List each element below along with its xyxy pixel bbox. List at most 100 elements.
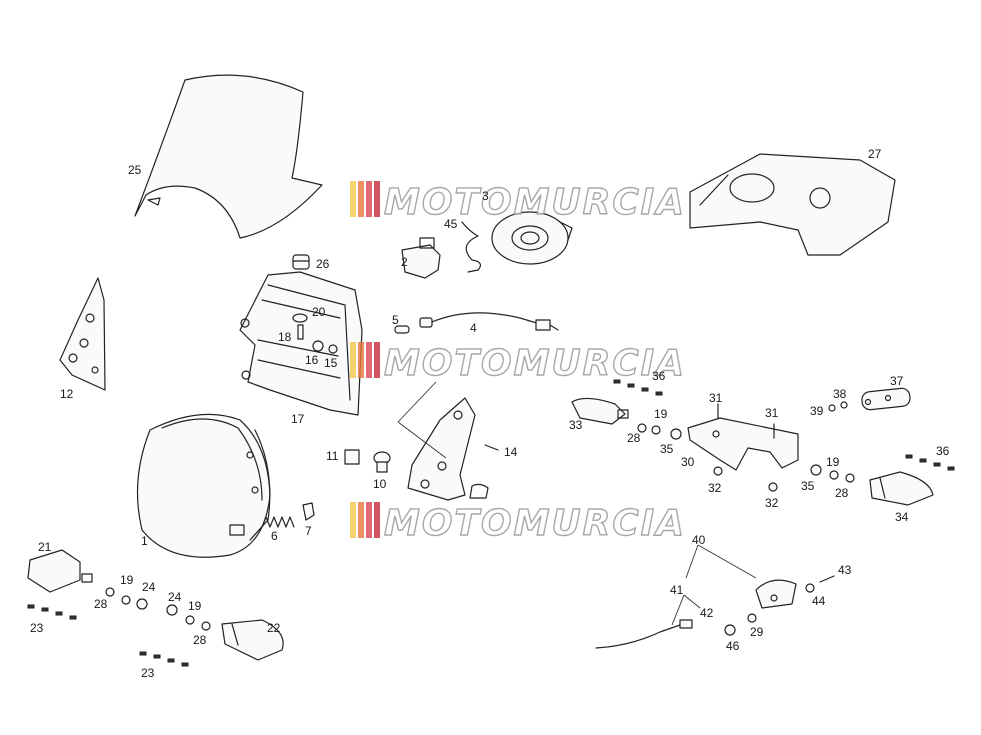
taillight-part	[689, 153, 896, 256]
callout-label: 31	[709, 391, 723, 405]
callout-label: 24	[168, 590, 182, 604]
callout-label: 25	[128, 163, 142, 177]
callout-label: 5	[392, 313, 399, 327]
screw-set-23a	[27, 604, 77, 620]
windscreen-part	[134, 74, 323, 239]
callout-label: 43	[838, 563, 852, 577]
screw-part-18	[297, 324, 304, 340]
washer-part-44	[805, 583, 815, 593]
callout-label: 3	[482, 189, 489, 203]
screw-set-36b	[905, 454, 955, 471]
callout-label: 23	[141, 666, 155, 680]
washer-part-39	[828, 404, 836, 412]
callout-label: 19	[826, 455, 840, 469]
callout-label: 2	[401, 255, 408, 269]
headlight-part	[136, 413, 271, 558]
callout-label: 27	[868, 147, 882, 161]
watermark-bar	[358, 342, 364, 378]
callout-label: 16	[305, 353, 319, 367]
plate-light-bulb-part	[679, 619, 693, 629]
callout-label: 14	[504, 445, 518, 459]
reflector-part	[861, 387, 911, 411]
callout-label: 35	[660, 442, 674, 456]
spring-clip-part	[461, 221, 482, 273]
watermark-bar	[350, 502, 356, 538]
washer-part-15	[328, 344, 338, 354]
callout-label: 44	[812, 594, 826, 608]
callout-label: 28	[94, 597, 108, 611]
nut-part-20	[292, 313, 308, 323]
nut-part-46	[724, 624, 736, 636]
leader-lines	[397, 381, 757, 626]
callout-label: 24	[142, 580, 156, 594]
bulb-cover-part	[491, 211, 573, 265]
callout-label: 19	[120, 573, 134, 587]
callout-label: 32	[765, 496, 779, 510]
callout-label: 39	[810, 404, 824, 418]
side-bracket-part	[59, 277, 106, 391]
indicator-part-33	[571, 397, 629, 425]
watermark-bar	[374, 502, 380, 538]
callout-label: 30	[681, 455, 695, 469]
callout-label: 7	[305, 524, 312, 538]
callout-label: 35	[801, 479, 815, 493]
callout-label: 42	[700, 606, 714, 620]
watermark-bar	[374, 342, 380, 378]
callout-label: 21	[38, 540, 52, 554]
clip-nut-part	[344, 449, 360, 465]
watermark-bar	[366, 342, 372, 378]
nut-part-32b	[768, 482, 778, 492]
small-bulb-part	[394, 325, 410, 334]
watermark-text: MOTOMURCIA	[384, 182, 686, 223]
callout-label: 19	[188, 599, 202, 613]
callout-label: 31	[765, 406, 779, 420]
watermark-bar	[374, 181, 380, 217]
clip-part	[302, 502, 315, 521]
callout-label: 34	[895, 510, 909, 524]
callout-label: 33	[569, 418, 583, 432]
callout-label: 38	[833, 387, 847, 401]
bolt-part	[373, 451, 391, 473]
watermark-middle: MOTOMURCIA	[350, 342, 685, 385]
watermark-text: MOTOMURCIA	[384, 503, 686, 544]
watermark-bar	[350, 342, 356, 378]
callout-label: 17	[291, 412, 305, 426]
bulb-part	[401, 237, 441, 279]
washer-part-29	[747, 613, 757, 623]
callout-label: 4	[470, 321, 477, 335]
screw-set-23b	[139, 651, 189, 667]
spring-part	[261, 516, 295, 528]
screw-part-14	[484, 444, 499, 451]
callout-label: 45	[444, 217, 458, 231]
side-cover-part	[407, 397, 489, 501]
nut-part-16	[312, 340, 324, 352]
callout-label: 20	[312, 305, 326, 319]
callout-labels: 25 26 45 3 2 27 20 18 16 15 5 4 12 17 11…	[30, 147, 950, 680]
screw-part-43	[819, 575, 835, 583]
grommet-part	[292, 254, 310, 270]
callout-label: 46	[726, 639, 740, 653]
nut-part-38	[840, 401, 848, 409]
callout-label: 37	[890, 374, 904, 388]
watermark-bar	[358, 181, 364, 217]
callout-label: 11	[326, 449, 339, 463]
indicator-part-22	[221, 619, 284, 661]
watermark-bar	[366, 181, 372, 217]
washer-set-right	[637, 423, 855, 483]
indicator-part-21	[27, 549, 93, 593]
callout-label: 41	[670, 583, 684, 597]
watermark-bar	[350, 181, 356, 217]
callout-label: 28	[835, 486, 849, 500]
callout-label: 23	[30, 621, 44, 635]
callout-label: 6	[271, 529, 278, 543]
callout-label: 22	[267, 621, 281, 635]
nut-part-32a	[713, 466, 723, 476]
watermark-top: MOTOMURCIA	[350, 181, 686, 224]
callout-label: 32	[708, 481, 722, 495]
watermark-bar	[358, 502, 364, 538]
indicator-part-34	[869, 471, 934, 506]
callout-label: 18	[278, 330, 292, 344]
watermark-bottom: MOTOMURCIA	[350, 502, 686, 545]
headlight-frame-part	[239, 271, 363, 416]
